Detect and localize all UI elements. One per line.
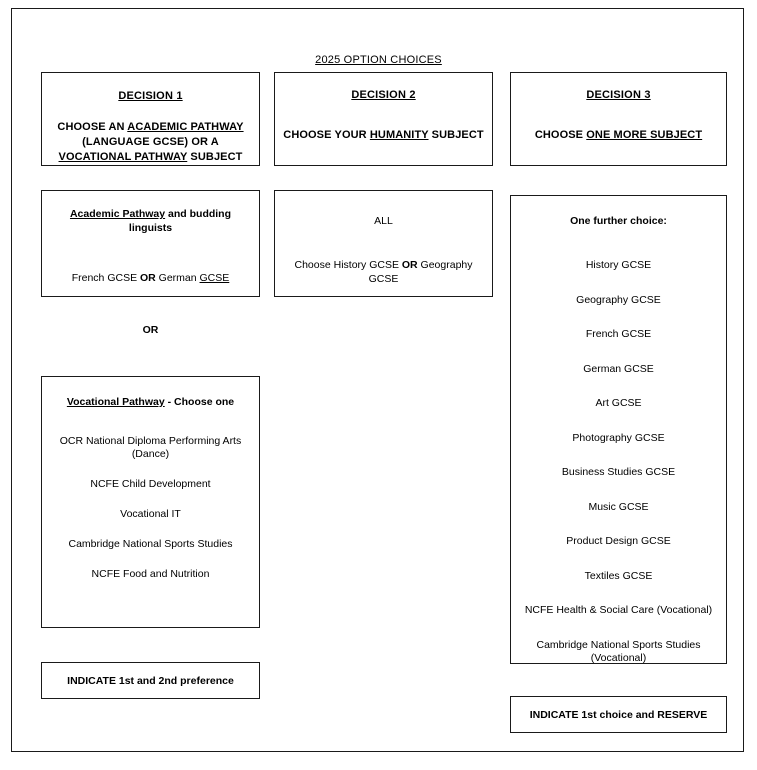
academic-pathway-label: Academic Pathway bbox=[69, 208, 166, 220]
academic-pathway-header: Academic Pathway and budding linguists bbox=[42, 207, 259, 235]
list-item: Business Studies GCSE bbox=[561, 466, 676, 478]
list-item: OCR National Diploma Performing Arts (Da… bbox=[59, 435, 242, 460]
all-choice-or: OR bbox=[401, 259, 418, 271]
list-item: NCFE Health & Social Care (Vocational) bbox=[524, 604, 713, 616]
decision-1-vocational-pathway: VOCATIONAL PATHWAY bbox=[58, 151, 188, 163]
list-item: Textiles GCSE bbox=[584, 569, 653, 582]
list-item: French GCSE bbox=[585, 328, 652, 340]
decision-1-header: DECISION 1 bbox=[118, 90, 183, 102]
indicate-preference-text: INDICATE 1st and 2nd preference bbox=[67, 674, 234, 687]
decision-3-box: DECISION 3 CHOOSE ONE MORE SUBJECT bbox=[510, 72, 727, 166]
list-item: Cambridge National Sports Studies (Vocat… bbox=[536, 638, 701, 664]
decision-3-line1-pre: CHOOSE bbox=[534, 129, 587, 141]
indicate-preference-box: INDICATE 1st and 2nd preference bbox=[41, 662, 260, 699]
indicate-reserve-box: INDICATE 1st choice and RESERVE bbox=[510, 696, 727, 733]
academic-choice-german: German bbox=[155, 272, 200, 284]
academic-pathway-header-post: and budding linguists bbox=[128, 208, 232, 234]
document-page: 2025 OPTION CHOICES DECISION 1 CHOOSE AN… bbox=[11, 8, 744, 752]
decision-3-body: CHOOSE ONE MORE SUBJECT bbox=[531, 128, 706, 143]
academic-choice-or: OR bbox=[140, 272, 156, 284]
academic-choice-french: French GCSE bbox=[71, 272, 140, 284]
list-item: Geography GCSE bbox=[576, 293, 661, 306]
page-title-text: 2025 OPTION CHOICES bbox=[315, 54, 442, 66]
decision-2-line1-post: SUBJECT bbox=[428, 129, 484, 141]
list-item: Product Design GCSE bbox=[566, 535, 671, 547]
indicate-reserve-text: INDICATE 1st choice and RESERVE bbox=[529, 708, 708, 721]
vocational-pathway-label: Vocational Pathway bbox=[66, 396, 165, 408]
all-humanity-box: ALL Choose History GCSE OR Geography GCS… bbox=[274, 190, 493, 297]
decision-2-body: CHOOSE YOUR HUMANITY SUBJECT bbox=[279, 128, 487, 143]
list-item: NCFE Child Development bbox=[90, 478, 211, 490]
list-item: Music GCSE bbox=[588, 500, 649, 513]
academic-pathway-choice: French GCSE OR German GCSE bbox=[72, 271, 230, 285]
vocational-pathway-header: Vocational Pathway - Choose one bbox=[67, 396, 234, 408]
decision-1-box: DECISION 1 CHOOSE AN ACADEMIC PATHWAY (L… bbox=[41, 72, 260, 166]
list-item: History GCSE bbox=[585, 259, 652, 271]
list-item: NCFE Food and Nutrition bbox=[91, 568, 210, 580]
list-item: Art GCSE bbox=[595, 397, 642, 409]
all-choice: Choose History GCSE OR Geography GCSE bbox=[275, 258, 492, 286]
decision-1-line2: (LANGUAGE GCSE) OR A bbox=[82, 136, 219, 148]
all-choice-history: Choose History GCSE bbox=[294, 259, 402, 271]
page-title: 2025 OPTION CHOICES bbox=[12, 54, 745, 66]
decision-1-line3-post: SUBJECT bbox=[187, 151, 243, 163]
decision-2-line1-pre: CHOOSE YOUR bbox=[283, 129, 370, 141]
list-item: Cambridge National Sports Studies bbox=[68, 538, 233, 550]
further-choice-box: One further choice: History GCSE Geograp… bbox=[510, 195, 727, 664]
list-item: German GCSE bbox=[583, 362, 654, 375]
all-choice-geography: Geography GCSE bbox=[368, 259, 473, 285]
decision-1-line1-pre: CHOOSE AN bbox=[57, 121, 128, 133]
decision-1-academic-pathway: ACADEMIC PATHWAY bbox=[127, 121, 244, 133]
decision-2-humanity: HUMANITY bbox=[369, 129, 429, 141]
or-connector-label: OR bbox=[142, 324, 159, 336]
list-item: Photography GCSE bbox=[572, 431, 665, 444]
list-item: Vocational IT bbox=[120, 508, 181, 520]
vocational-subject-list: OCR National Diploma Performing Arts (Da… bbox=[42, 435, 259, 598]
all-header: ALL bbox=[374, 215, 393, 227]
further-choice-subject-list: History GCSE Geography GCSE French GCSE … bbox=[511, 259, 726, 686]
decision-2-box: DECISION 2 CHOOSE YOUR HUMANITY SUBJECT bbox=[274, 72, 493, 166]
decision-2-header: DECISION 2 bbox=[351, 89, 416, 101]
vocational-pathway-header-post: - Choose one bbox=[164, 396, 235, 408]
academic-choice-gcse: GCSE bbox=[199, 272, 230, 284]
academic-pathway-box: Academic Pathway and budding linguists F… bbox=[41, 190, 260, 297]
vocational-pathway-box: Vocational Pathway - Choose one OCR Nati… bbox=[41, 376, 260, 628]
decision-3-one-more-subject: ONE MORE SUBJECT bbox=[586, 129, 703, 141]
decision-1-body: CHOOSE AN ACADEMIC PATHWAY (LANGUAGE GCS… bbox=[51, 120, 249, 165]
further-choice-header: One further choice: bbox=[570, 215, 667, 227]
decision-3-header: DECISION 3 bbox=[586, 89, 651, 101]
